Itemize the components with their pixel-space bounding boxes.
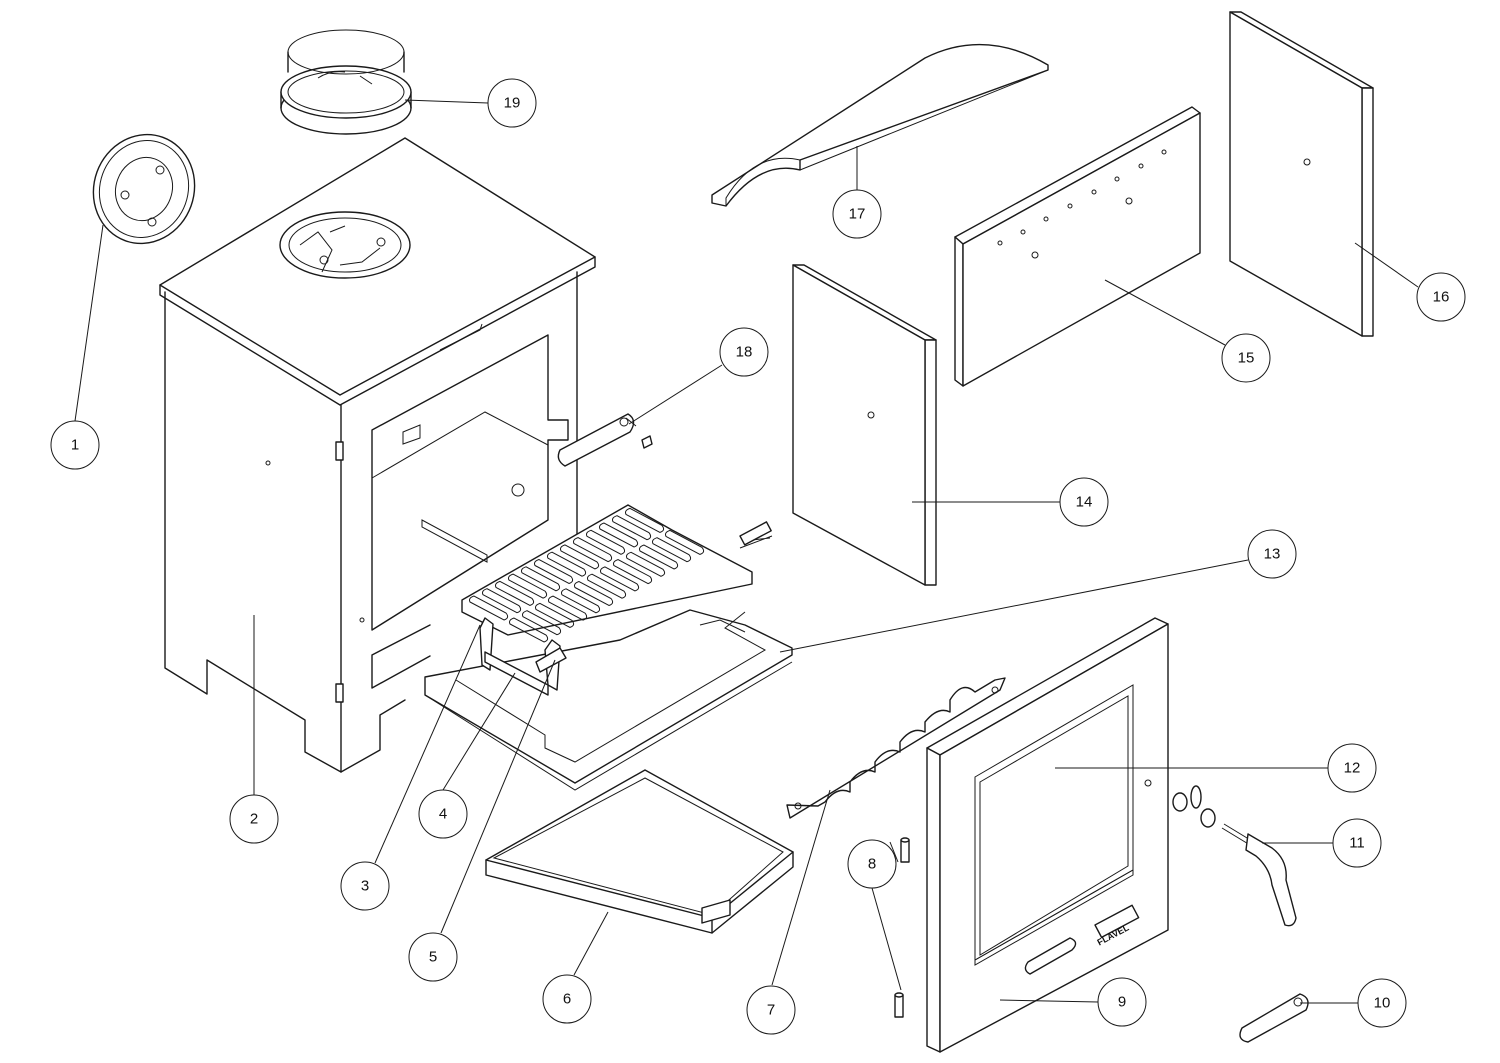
grate-slot bbox=[587, 573, 627, 599]
grate-slot bbox=[561, 588, 601, 614]
callout-7: 7 bbox=[746, 985, 796, 1035]
part-grate-frame bbox=[424, 609, 793, 791]
part-door: FLAVEL bbox=[926, 617, 1169, 1053]
callout-11: 11 bbox=[1332, 818, 1382, 868]
callout-15: 15 bbox=[1221, 333, 1271, 383]
grate-slot bbox=[626, 551, 666, 577]
grate-slot bbox=[469, 595, 509, 621]
callout-1: 1 bbox=[50, 420, 100, 470]
callout-13: 13 bbox=[1247, 529, 1297, 579]
callout-label: 6 bbox=[563, 991, 571, 1008]
grate-slot bbox=[560, 544, 600, 570]
callout-label: 10 bbox=[1374, 995, 1391, 1012]
callout-label: 16 bbox=[1433, 289, 1450, 306]
callout-label: 15 bbox=[1238, 350, 1255, 367]
grate-slot bbox=[495, 580, 535, 606]
part-top-baffle bbox=[711, 43, 1049, 207]
grate-slot bbox=[639, 544, 679, 570]
grate-slot bbox=[586, 529, 626, 555]
part-rear-brick bbox=[954, 106, 1201, 387]
callout-12: 12 bbox=[1327, 743, 1377, 793]
callout-19: 19 bbox=[487, 78, 537, 128]
callout-4: 4 bbox=[418, 789, 468, 839]
callout-label: 5 bbox=[429, 949, 437, 966]
callout-8: 8 bbox=[847, 839, 897, 889]
callout-label: 11 bbox=[1349, 835, 1365, 852]
callout-label: 14 bbox=[1076, 494, 1093, 511]
grate-slot bbox=[665, 529, 705, 555]
part-bracket bbox=[557, 413, 653, 467]
callout-label: 19 bbox=[504, 95, 521, 112]
callout-3: 3 bbox=[340, 861, 390, 911]
part-side-brick-right bbox=[1229, 11, 1374, 337]
callout-label: 2 bbox=[250, 811, 258, 828]
part-flue-collar bbox=[280, 29, 412, 135]
part-log-guard bbox=[786, 677, 1006, 819]
grate-slot bbox=[652, 537, 692, 563]
grate-slot bbox=[482, 588, 522, 614]
grate-slot bbox=[574, 580, 614, 607]
grate-slot bbox=[521, 566, 561, 592]
part-stove-body bbox=[159, 137, 596, 773]
grate-slot bbox=[613, 559, 653, 585]
grate-slot bbox=[612, 515, 652, 541]
callout-2: 2 bbox=[229, 794, 279, 844]
callout-label: 9 bbox=[1118, 994, 1126, 1011]
callout-17: 17 bbox=[832, 189, 882, 239]
grate-slot bbox=[573, 537, 613, 563]
part-hinge-pins bbox=[894, 837, 910, 1018]
callout-label: 18 bbox=[736, 344, 753, 361]
grate-slot bbox=[625, 507, 665, 533]
grate-slot bbox=[600, 566, 640, 592]
part-door-handle bbox=[1172, 785, 1297, 927]
callout-label: 4 bbox=[439, 806, 447, 823]
callout-label: 12 bbox=[1344, 760, 1361, 777]
callout-label: 1 bbox=[71, 437, 79, 454]
leader-lines bbox=[74, 99, 1419, 1004]
callout-label: 3 bbox=[361, 878, 369, 895]
grate-slot bbox=[535, 602, 575, 628]
grate-slot bbox=[548, 595, 588, 621]
grate-slot bbox=[547, 551, 587, 577]
part-ring-plate bbox=[92, 133, 196, 245]
grate-slot bbox=[508, 573, 548, 599]
callout-14: 14 bbox=[1059, 477, 1109, 527]
callout-5: 5 bbox=[408, 932, 458, 982]
callout-6: 6 bbox=[542, 974, 592, 1024]
callout-16: 16 bbox=[1416, 272, 1466, 322]
part-grate bbox=[461, 504, 773, 696]
callout-10: 10 bbox=[1357, 978, 1407, 1028]
grate-slot bbox=[522, 610, 562, 636]
part-spacer bbox=[1239, 993, 1309, 1043]
grate-slot bbox=[534, 558, 574, 585]
grate-slot bbox=[599, 522, 639, 548]
part-ash-pan bbox=[485, 769, 794, 934]
callout-label: 13 bbox=[1264, 546, 1281, 563]
callout-label: 8 bbox=[868, 856, 876, 873]
callout-9: 9 bbox=[1097, 977, 1147, 1027]
callout-18: 18 bbox=[719, 327, 769, 377]
callout-label: 17 bbox=[849, 206, 866, 223]
callout-label: 7 bbox=[767, 1002, 775, 1019]
grate-slot bbox=[509, 617, 549, 643]
part-side-brick-left bbox=[792, 264, 937, 586]
